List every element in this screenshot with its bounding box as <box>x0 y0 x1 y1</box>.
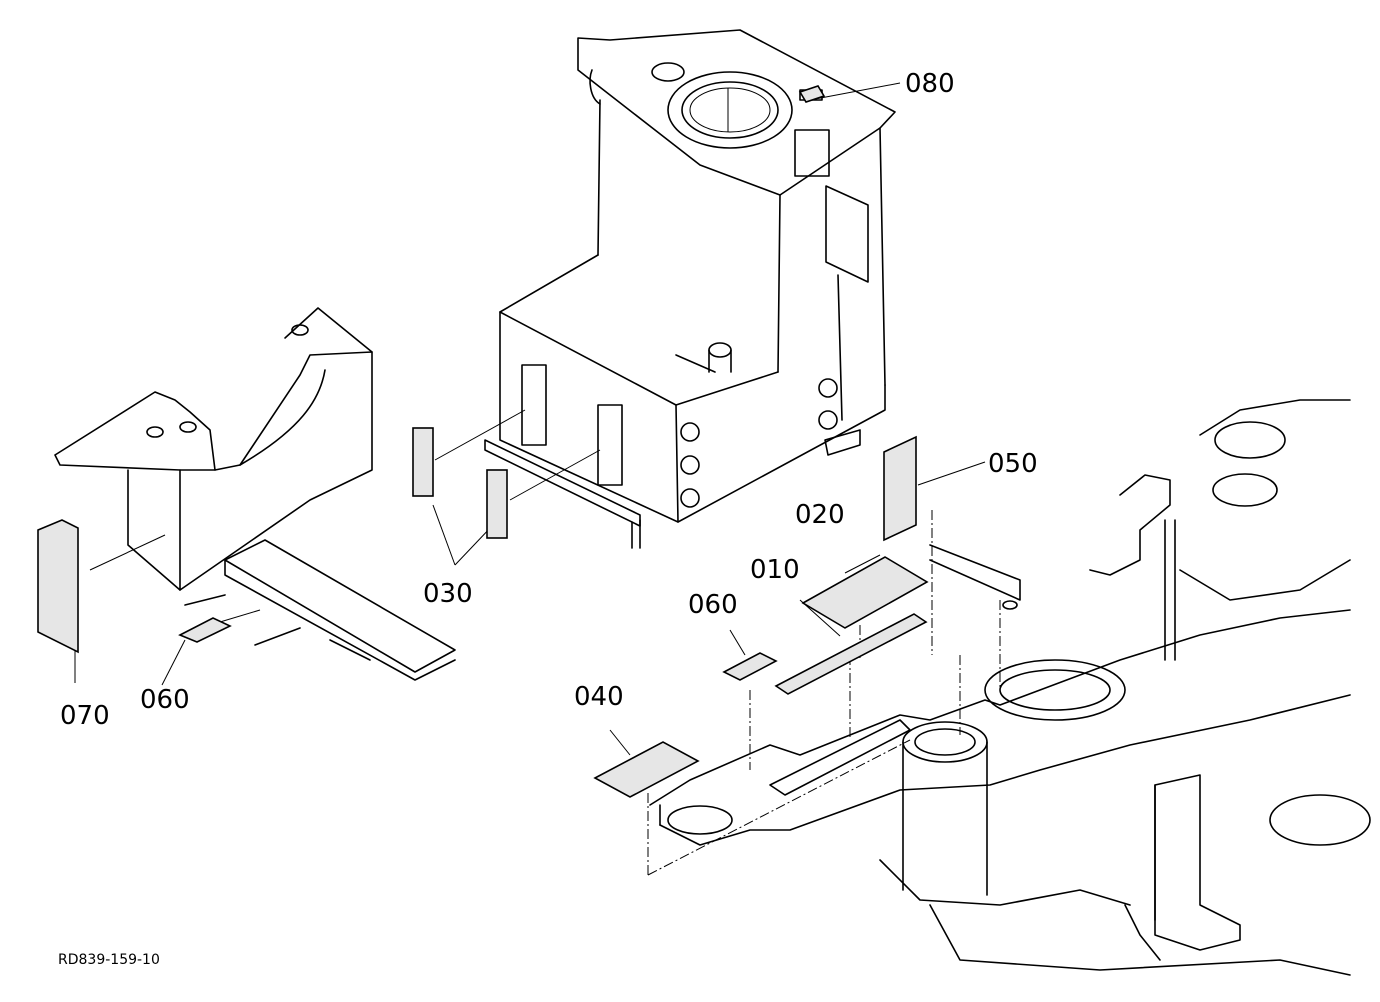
callout-010: 010 <box>750 555 800 585</box>
left-bracket-assembly <box>54 307 456 681</box>
callout-080: 080 <box>905 69 955 99</box>
decal-020 <box>801 556 929 629</box>
decal-030-b <box>486 469 508 539</box>
callout-030: 030 <box>423 579 473 609</box>
tank-assembly <box>484 29 896 549</box>
callouts: 080 050 020 010 060 040 030 060 070 <box>60 69 1038 731</box>
callout-020: 020 <box>795 500 845 530</box>
decal-050 <box>883 435 917 542</box>
callout-040: 040 <box>574 682 624 712</box>
decal-040 <box>593 741 700 798</box>
callout-070: 070 <box>60 701 110 731</box>
frame-assembly <box>649 399 1371 976</box>
decal-070 <box>37 519 79 654</box>
decal-010 <box>774 613 928 695</box>
drawing-reference: RD839-159-10 <box>58 952 160 968</box>
callout-060-left: 060 <box>140 685 190 715</box>
decal-060-left <box>178 617 232 643</box>
decal-060-right <box>722 652 778 681</box>
decal-080 <box>798 85 826 103</box>
decals <box>37 85 929 798</box>
callout-050: 050 <box>988 449 1038 479</box>
decal-030-a <box>412 427 434 497</box>
callout-060-right: 060 <box>688 590 738 620</box>
